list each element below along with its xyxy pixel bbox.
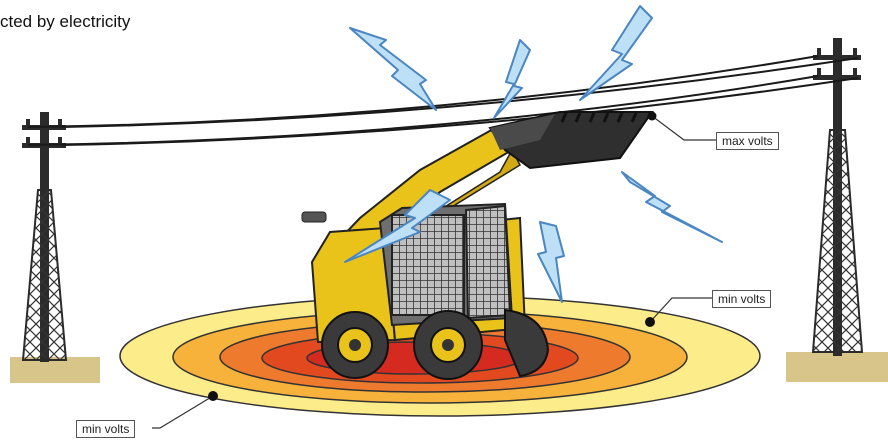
caption: cted by electricity <box>0 12 130 32</box>
ground-right <box>786 352 888 382</box>
lightning-bolt-icon <box>538 222 564 302</box>
power-pole-icon <box>22 112 66 362</box>
lightning-bolt-icon <box>622 172 722 242</box>
min-volts-dot-right <box>645 317 655 327</box>
lightning-bolt-icon <box>350 28 436 110</box>
max-volts-dot <box>648 112 657 121</box>
max-volts-label: max volts <box>716 132 779 150</box>
min-volts-label-right: min volts <box>712 290 771 308</box>
lightning-bolt-icon <box>494 40 530 118</box>
power-pole-icon <box>813 38 862 356</box>
min-volts-label-left: min volts <box>76 420 135 438</box>
min-volts-dot-left <box>208 391 218 401</box>
